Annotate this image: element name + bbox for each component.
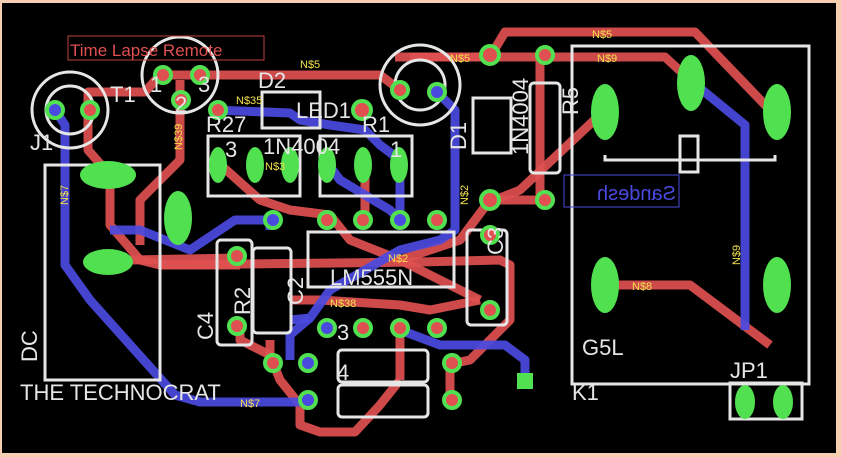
led1-outline bbox=[378, 43, 462, 127]
led1-label: LED1 bbox=[296, 98, 351, 123]
net-label: N$35 bbox=[236, 95, 262, 107]
t1-label: T1 bbox=[110, 82, 136, 107]
title-label: Time Lapse Remote bbox=[70, 41, 222, 60]
r2-label: R2 bbox=[230, 287, 255, 315]
r3-pin-label: 3 bbox=[337, 320, 349, 345]
r27-pin-3-label: 3 bbox=[225, 137, 237, 162]
r27-outline bbox=[206, 134, 302, 198]
dc-label: DC bbox=[17, 330, 42, 362]
r2-outline bbox=[251, 246, 293, 335]
signature-label: THE TECHNOCRAT bbox=[20, 380, 221, 405]
net-label: N$3 bbox=[265, 161, 285, 173]
net-label: N$9 bbox=[731, 245, 743, 265]
net-label: N$39 bbox=[173, 124, 185, 150]
r5-outline bbox=[528, 81, 562, 175]
d1-label: D1 bbox=[446, 122, 471, 150]
net-label: N$2 bbox=[459, 185, 471, 205]
pin-3-label: 3 bbox=[198, 72, 210, 97]
k1-outline bbox=[570, 44, 811, 386]
d1-outline bbox=[471, 96, 513, 155]
r3-outline bbox=[336, 348, 430, 384]
sandesh-label: Sandesh bbox=[597, 183, 676, 205]
r4-pin-label: 4 bbox=[337, 360, 349, 385]
net-label: N$5 bbox=[300, 59, 320, 71]
d1-value: 1N4004 bbox=[508, 78, 533, 155]
relay-label: K1 bbox=[572, 380, 599, 405]
relay-coil bbox=[678, 134, 700, 174]
ic-outline bbox=[306, 230, 456, 289]
pin-1-label: 1 bbox=[150, 72, 162, 97]
title-label-box bbox=[67, 35, 265, 61]
net-label: N$2 bbox=[388, 253, 408, 265]
r5-label: R5 bbox=[558, 87, 583, 115]
component-labels: T1 J1 D2 LED1 R1 R27 1N4004 D1 1N4004 R5… bbox=[17, 68, 768, 405]
r1-label: R1 bbox=[362, 112, 390, 137]
relay-value: G5L bbox=[582, 335, 624, 360]
jp1-label: JP1 bbox=[730, 358, 768, 383]
net-label: N$9 bbox=[597, 53, 617, 65]
d2-value: 1N4004 bbox=[263, 134, 340, 159]
pin-2-label: 2 bbox=[175, 92, 187, 117]
r4-outline bbox=[336, 383, 430, 419]
ic-label: LM555N bbox=[330, 265, 413, 290]
c3-label: C3 bbox=[483, 227, 508, 255]
r27-label: R27 bbox=[206, 112, 246, 137]
j1-outline bbox=[30, 70, 110, 150]
jp1-outline bbox=[728, 381, 804, 421]
net-label: N$8 bbox=[632, 281, 652, 293]
d2-label: D2 bbox=[258, 68, 286, 93]
silkscreen-outlines bbox=[30, 35, 811, 421]
net-label: N$38 bbox=[330, 298, 356, 310]
sandesh-label-box bbox=[563, 174, 680, 208]
c4-label: C4 bbox=[193, 312, 218, 340]
net-label: N$7 bbox=[59, 185, 71, 205]
net-labels: N$5 N$5 N$5 N$9 N$9 N$35 N$39 N$7 N$7 N$… bbox=[59, 29, 743, 410]
c2-label: C2 bbox=[283, 277, 308, 305]
j1-label: J1 bbox=[30, 130, 53, 155]
r1-pin-1-label: 1 bbox=[390, 137, 402, 162]
pads bbox=[45, 44, 793, 419]
net-label: N$5 bbox=[450, 53, 470, 65]
t1-outline bbox=[140, 35, 220, 115]
d2-outline bbox=[260, 90, 322, 130]
net-label: N$5 bbox=[592, 29, 612, 41]
net-label: N$7 bbox=[240, 398, 260, 410]
